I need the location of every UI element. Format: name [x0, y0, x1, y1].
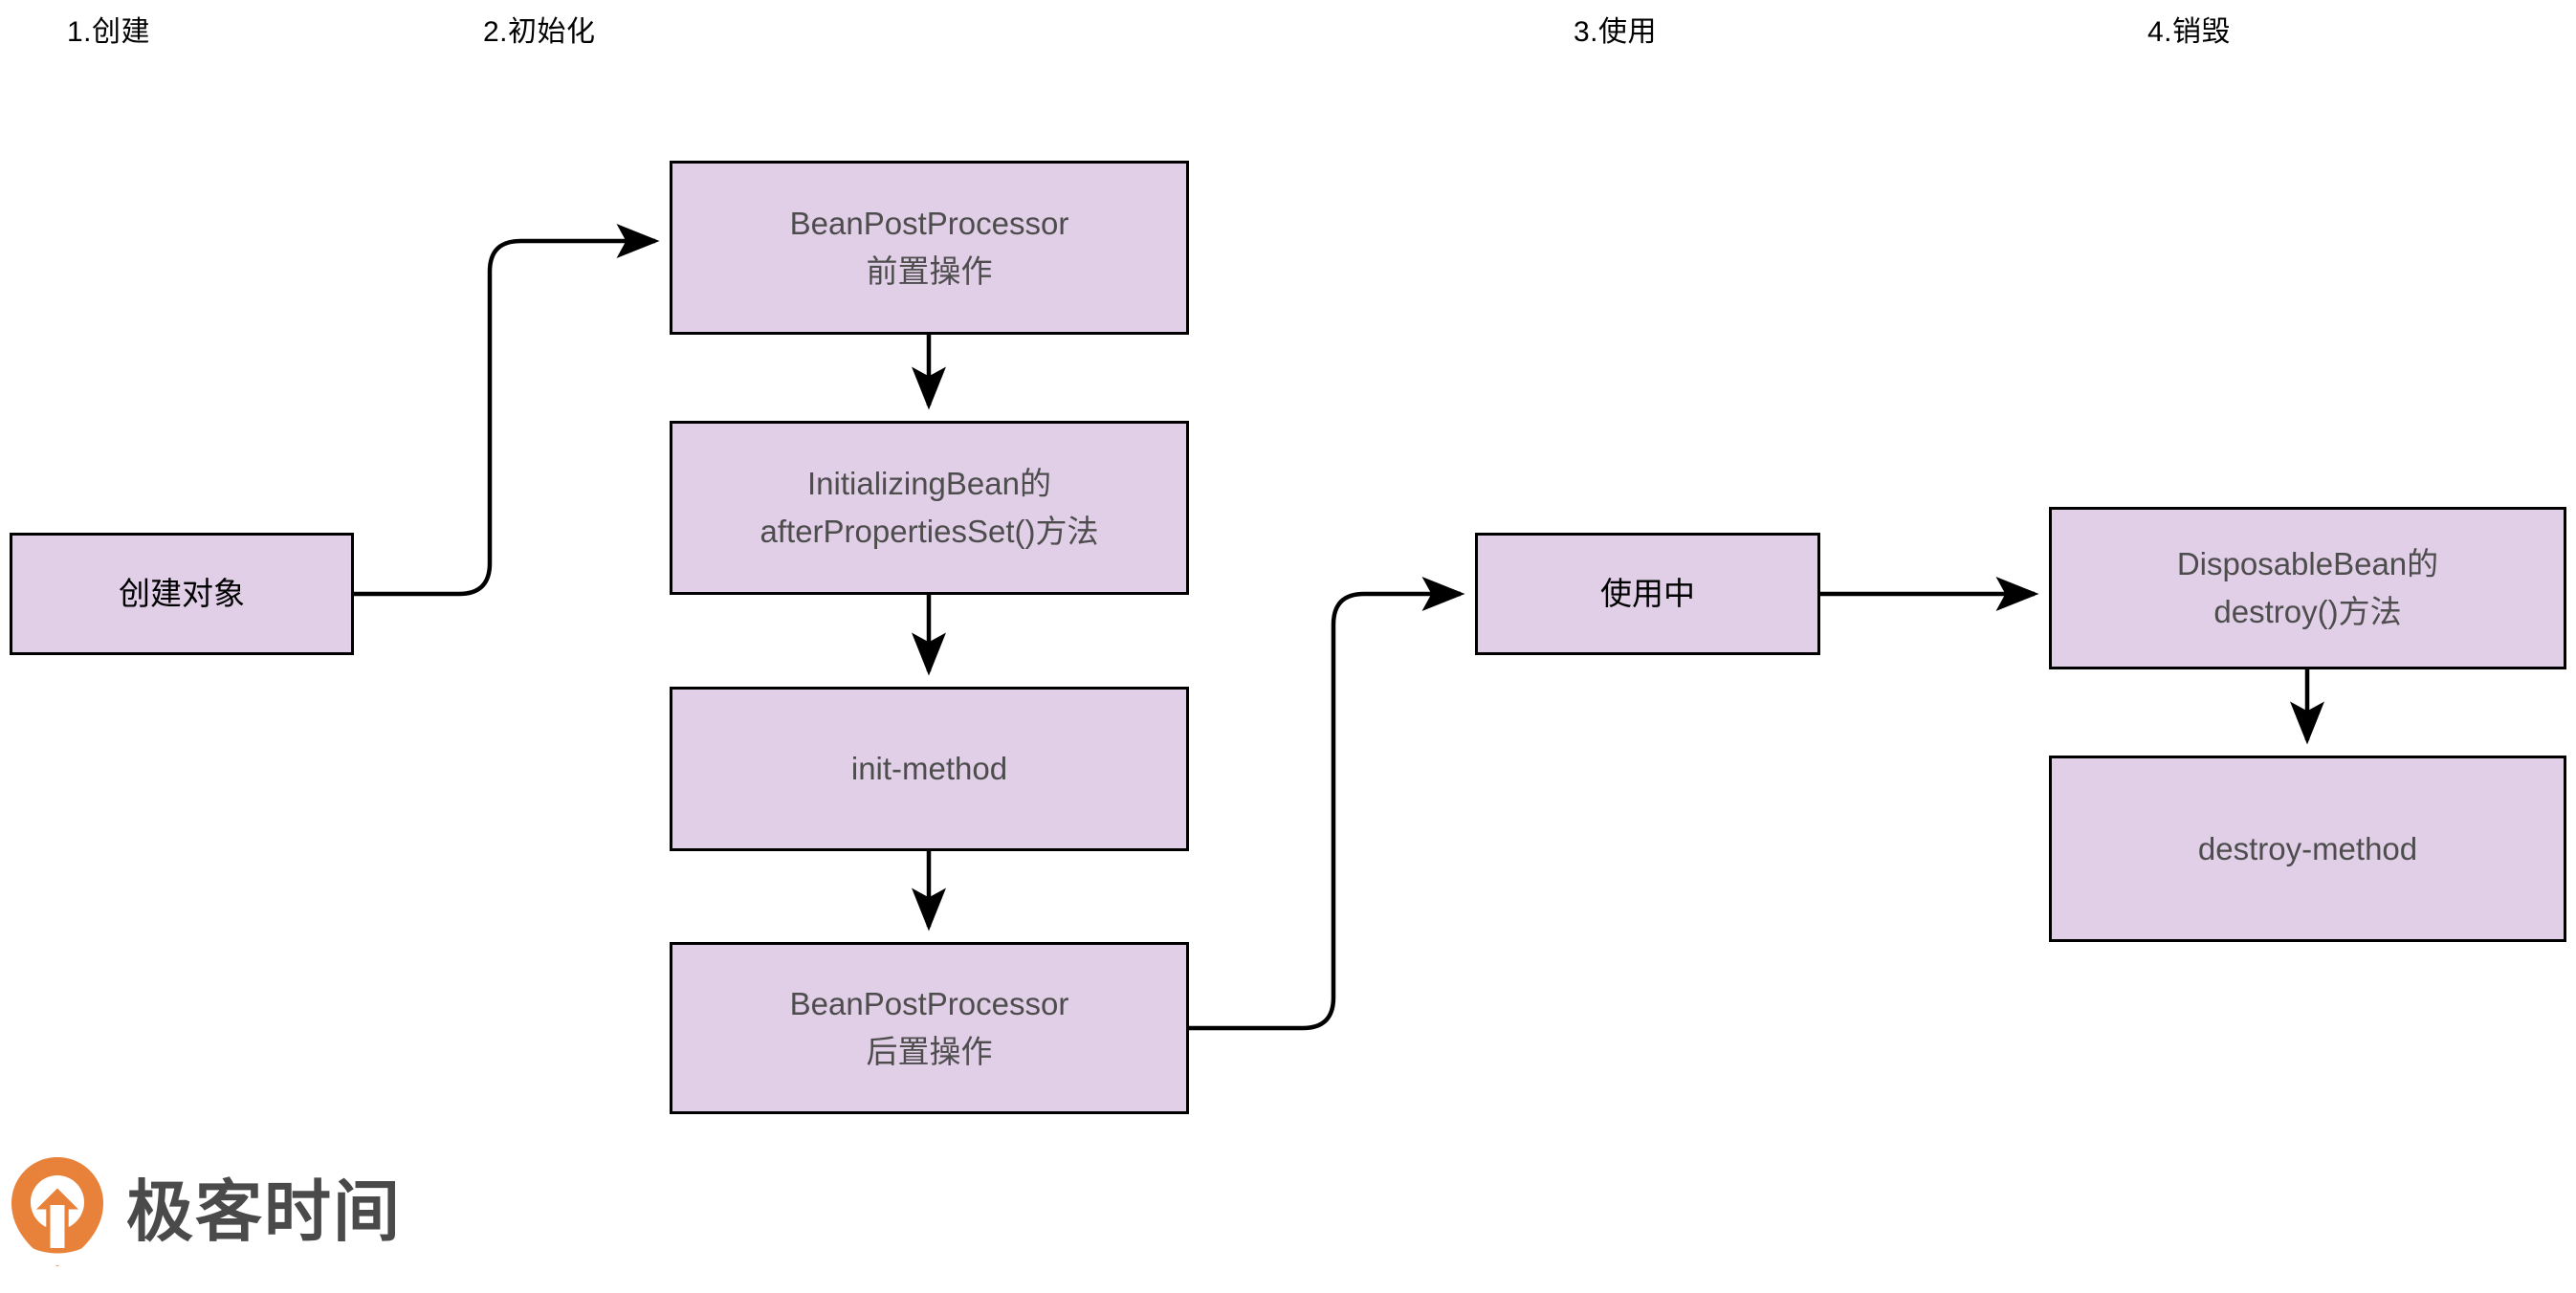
node-disposablebean-line-1: DisposableBean的 [2176, 545, 2439, 581]
phase-label-destroy: 4.销毁 [2147, 16, 2232, 48]
phase-label-create: 1.创建 [67, 16, 151, 48]
node-destroy-method[interactable]: destroy-method [2049, 756, 2566, 942]
node-initializingbean-line-1: InitializingBean的 [807, 465, 1051, 501]
node-beanpostprocessor-before-line-1: BeanPostProcessor [789, 205, 1069, 241]
node-create-object-label: 创建对象 [119, 576, 245, 612]
node-init-method[interactable]: init-method [670, 687, 1189, 851]
edge-create-object-to-bpp-before [354, 224, 660, 597]
geektime-logo-icon [11, 1157, 103, 1266]
brand-logo: 极客时间 [8, 1155, 402, 1268]
node-in-use-label: 使用中 [1600, 576, 1695, 612]
node-in-use[interactable]: 使用中 [1475, 533, 1820, 655]
node-create-object[interactable]: 创建对象 [10, 533, 354, 655]
edge-bpp-after-to-in-use [1189, 577, 1465, 1031]
brand-name: 极客时间 [126, 1174, 402, 1249]
node-beanpostprocessor-after[interactable]: BeanPostProcessor 后置操作 [670, 942, 1189, 1114]
node-initializingbean-line-2: afterPropertiesSet()方法 [760, 514, 1099, 549]
node-disposablebean-line-2: destroy()方法 [2213, 594, 2402, 629]
node-init-method-label: init-method [850, 751, 1008, 787]
phase-label-initialize: 2.初始化 [483, 16, 596, 48]
node-destroy-method-label: destroy-method [2197, 830, 2418, 866]
phase-label-use: 3.使用 [1574, 16, 1658, 48]
node-disposablebean-destroy[interactable]: DisposableBean的 destroy()方法 [2049, 507, 2566, 669]
node-beanpostprocessor-before[interactable]: BeanPostProcessor 前置操作 [670, 161, 1189, 335]
node-beanpostprocessor-before-line-2: 前置操作 [866, 253, 993, 289]
node-beanpostprocessor-after-line-1: BeanPostProcessor [789, 985, 1069, 1021]
node-beanpostprocessor-after-line-2: 后置操作 [866, 1034, 993, 1069]
node-initializingbean-afterpropertiesset[interactable]: InitializingBean的 afterPropertiesSet()方法 [670, 421, 1189, 595]
